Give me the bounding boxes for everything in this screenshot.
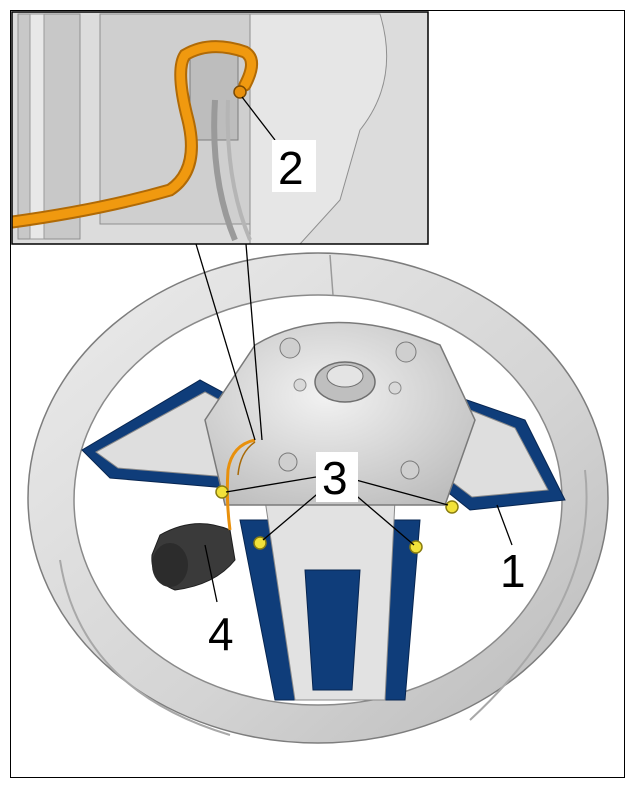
inset-connector-2	[233, 85, 247, 99]
leader-3a	[225, 476, 317, 493]
leader-2	[241, 96, 276, 141]
part-4-attachment	[151, 523, 236, 591]
callout-4: 4	[208, 608, 234, 660]
leader-4	[204, 544, 218, 603]
callout-1: 1	[500, 545, 526, 597]
inset-zoom-line-right	[245, 243, 263, 441]
figure-frame	[10, 10, 625, 778]
leader-3d	[351, 491, 415, 546]
fastener-upper-right	[445, 500, 459, 514]
callout-2: 2	[278, 142, 304, 194]
lower-spoke	[239, 499, 421, 701]
wiring-harness	[225, 438, 256, 531]
leader-3c	[355, 479, 449, 506]
leader-3b	[262, 489, 323, 541]
inset-zoom-line-left	[195, 243, 256, 441]
leader-lines	[204, 96, 513, 603]
leader-1	[496, 504, 513, 546]
callout-3: 3	[322, 452, 348, 504]
wheel-hub	[204, 321, 476, 506]
